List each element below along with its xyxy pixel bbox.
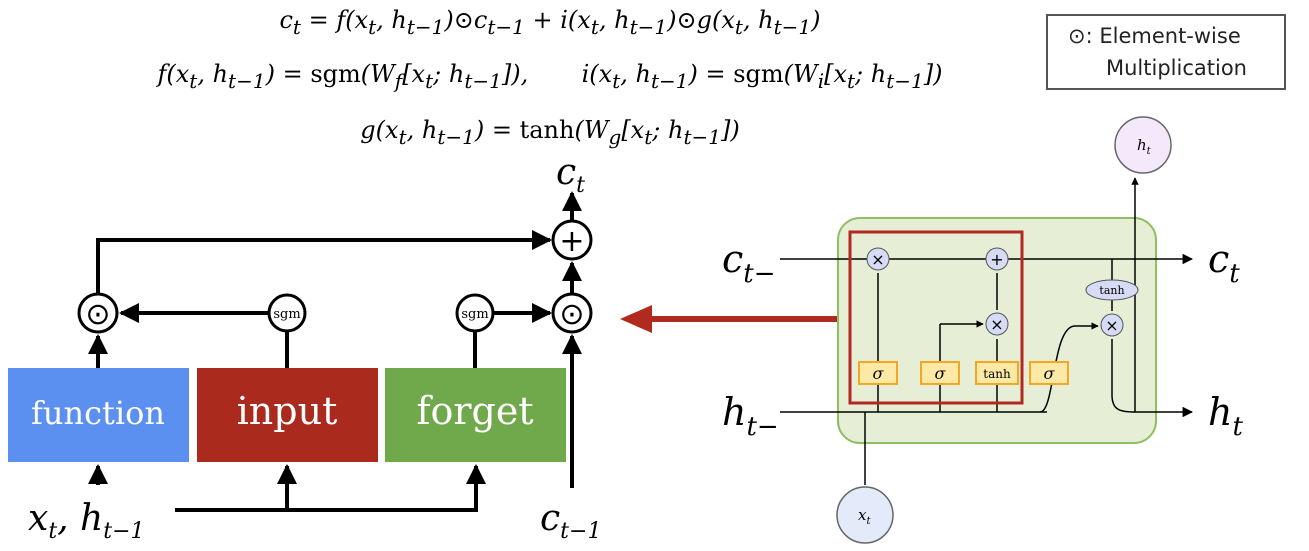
- red-arrow: [620, 305, 848, 333]
- odot-symbol: ⊙: [1068, 24, 1086, 48]
- h-out-label: ht: [1208, 390, 1243, 442]
- forget-box: [385, 368, 566, 462]
- equation-line-2: f(xt, ht−1) = sgm(Wf[xt; ht−1]), i(xt, h…: [157, 60, 943, 93]
- times-symbol: ×: [990, 315, 1003, 334]
- odot-right-symbol: ⊙: [559, 297, 584, 332]
- sigma-gate-2: σ: [920, 361, 960, 385]
- sigma-gate-3: σ: [1029, 361, 1069, 385]
- ht-top-node: [1114, 116, 1172, 174]
- input-box: [197, 368, 378, 462]
- highlight-box: [848, 230, 1024, 405]
- equation-line-3: g(xt, ht−1) = tanh(Wg[xt; ht−1]): [360, 116, 740, 149]
- legend-line-1: : Element-wise: [1085, 24, 1241, 48]
- sgm-forget-label: sgm: [461, 307, 488, 322]
- times-symbol: ×: [871, 250, 884, 269]
- c-in-label: ct−: [722, 237, 776, 289]
- h-in-label: ht−: [722, 390, 779, 442]
- function-box: [8, 368, 189, 462]
- times-node-output: ×: [1100, 313, 1124, 337]
- xt-bottom-node: [836, 486, 894, 544]
- xt-ht-input-label: xt, ht−1: [28, 498, 145, 544]
- sigma-gate-1: σ: [858, 361, 898, 385]
- plus-symbol: +: [559, 224, 584, 259]
- odot-left-symbol: ⊙: [85, 297, 110, 332]
- times-node-forget: ×: [866, 247, 890, 271]
- c-tminus1-label: ct−1: [540, 498, 601, 544]
- tanh-node-output: tanh: [1085, 279, 1139, 301]
- sigma-label: σ: [935, 364, 947, 383]
- tanh-label: tanh: [983, 367, 1011, 381]
- sigma-label: σ: [873, 364, 885, 383]
- tanh-output-label: tanh: [1099, 284, 1124, 297]
- c-t-output-label: ct: [556, 152, 585, 198]
- times-symbol: ×: [1105, 316, 1118, 335]
- tanh-gate: tanh: [975, 361, 1019, 385]
- right-diagram: σ σ tanh σ × + × ×: [722, 116, 1243, 544]
- sigma-label: σ: [1044, 364, 1056, 383]
- plus-symbol-right: +: [990, 250, 1003, 269]
- sgm-input-label: sgm: [273, 307, 300, 322]
- function-label: function: [31, 394, 165, 432]
- left-diagram: function input forget ⊙ sgm sgm ⊙: [8, 152, 601, 544]
- times-node-input: ×: [985, 312, 1009, 336]
- equation-line-1: ct = f(xt, ht−1)⊙ct−1 + i(xt, ht−1)⊙g(xt…: [279, 6, 821, 39]
- input-label: input: [237, 389, 338, 433]
- legend-line-2: Multiplication: [1106, 56, 1247, 80]
- forget-label: forget: [416, 389, 533, 433]
- plus-node-right: +: [985, 247, 1009, 271]
- legend-box: ⊙: Element-wise Multiplication: [1046, 14, 1286, 90]
- c-out-label: ct: [1208, 237, 1240, 289]
